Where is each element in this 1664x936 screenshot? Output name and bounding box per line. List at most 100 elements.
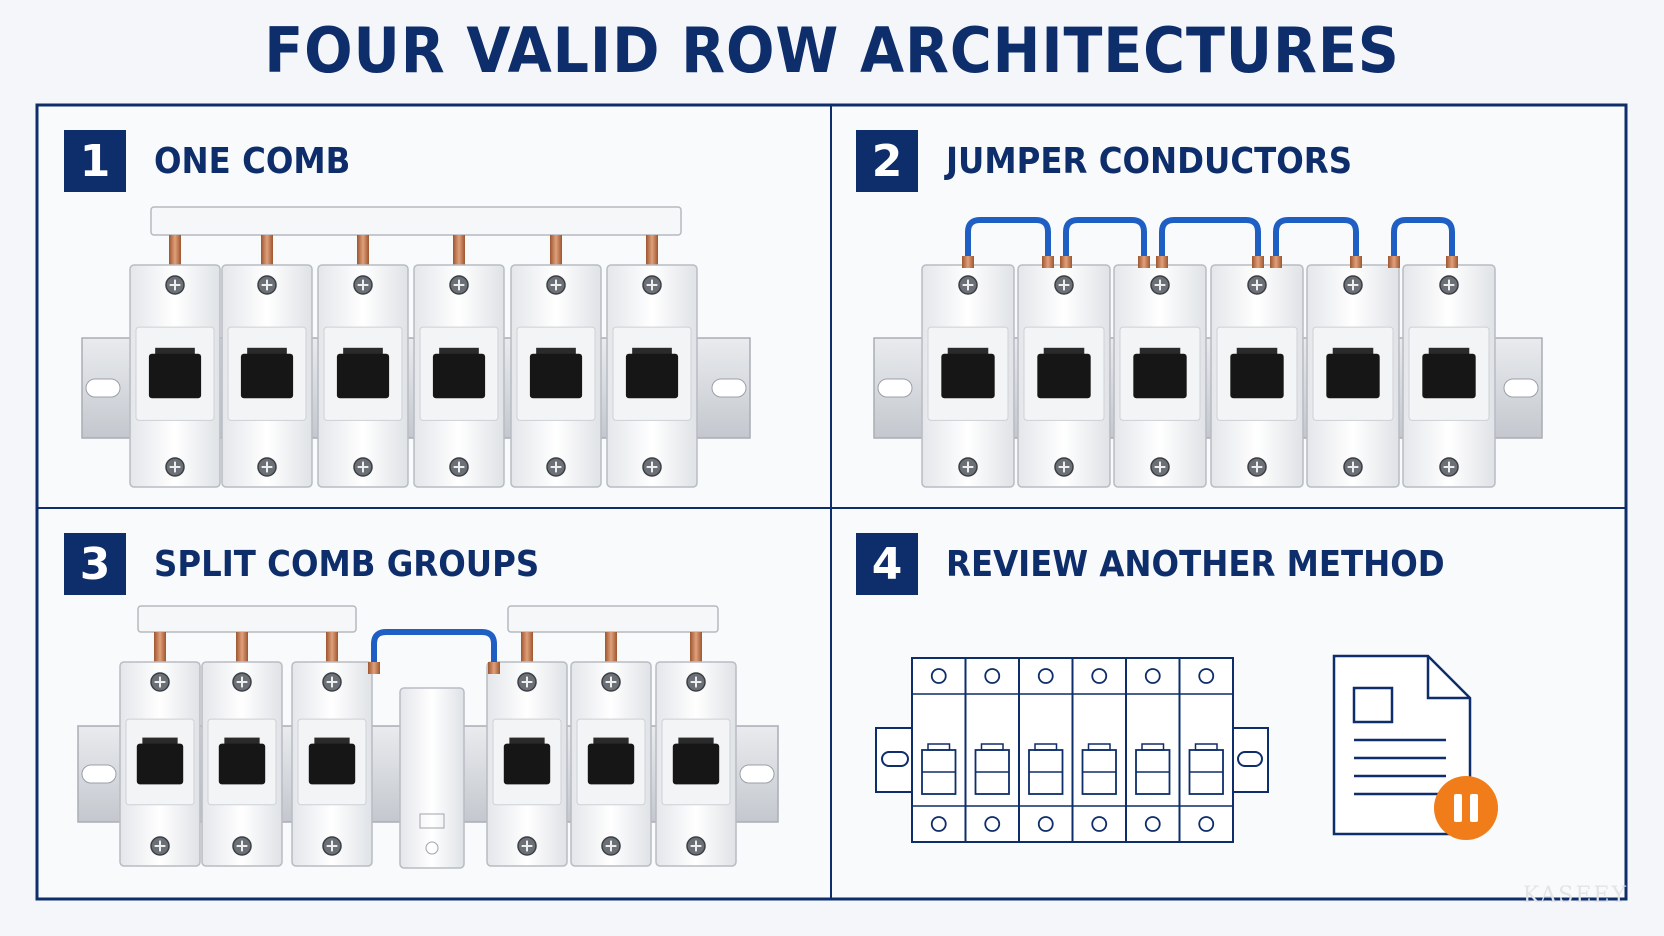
- wire-ferrule: [1388, 256, 1400, 268]
- spacer-slot: [419, 813, 445, 829]
- toggle-handle-top: [224, 737, 260, 748]
- spacer-hole: [425, 841, 439, 855]
- toggle-handle-top: [536, 347, 576, 358]
- panel-title: ONE COMB: [154, 140, 351, 182]
- copper-pin: [236, 632, 248, 666]
- rail-slot: [81, 764, 117, 784]
- toggle-handle: [1133, 353, 1187, 399]
- toggle-handle-top: [343, 347, 383, 358]
- copper-pin: [453, 235, 465, 268]
- toggle-handle-top: [155, 347, 195, 358]
- circuit-breaker: [486, 661, 568, 867]
- panel-number-badge: 4: [856, 533, 918, 595]
- copper-pin: [169, 235, 181, 268]
- circuit-breaker: [317, 264, 409, 488]
- toggle-handle: [625, 353, 679, 399]
- toggle-handle-top: [1428, 347, 1470, 358]
- circuit-breaker: [129, 264, 221, 488]
- panel-4-heading: 4 REVIEW ANOTHER METHOD: [856, 533, 1500, 595]
- toggle-handle: [240, 353, 294, 399]
- circuit-breaker: [1306, 264, 1400, 488]
- breaker-outline: [964, 657, 1020, 843]
- toggle-handle-top: [1236, 347, 1278, 358]
- toggle-handle: [136, 743, 184, 785]
- rail-slot: [739, 764, 775, 784]
- rail-slot: [877, 378, 913, 398]
- toggle-handle-top: [1139, 347, 1181, 358]
- pause-icon: [1434, 776, 1498, 840]
- copper-pin: [646, 235, 658, 268]
- copper-pin: [521, 632, 533, 666]
- circuit-breaker: [1017, 264, 1111, 488]
- comb-busbar: [507, 605, 719, 633]
- toggle-handle: [529, 353, 583, 399]
- wire-ferrule: [1138, 256, 1150, 268]
- panel-number-badge: 1: [64, 130, 126, 192]
- one-comb-illustration: [81, 206, 751, 488]
- copper-pin: [326, 632, 338, 666]
- panel-title: SPLIT COMB GROUPS: [154, 543, 540, 585]
- jumper-wire: [371, 629, 497, 667]
- toggle-handle-top: [593, 737, 629, 748]
- wire-ferrule: [1252, 256, 1264, 268]
- circuit-breaker: [1210, 264, 1304, 488]
- toggle-handle-top: [632, 347, 672, 358]
- toggle-handle: [1230, 353, 1284, 399]
- toggle-handle-top: [678, 737, 714, 748]
- wire-ferrule: [962, 256, 974, 268]
- copper-pin: [550, 235, 562, 268]
- toggle-handle: [218, 743, 266, 785]
- copper-pin: [605, 632, 617, 666]
- jumper-wire: [1391, 217, 1455, 261]
- toggle-handle-top: [439, 347, 479, 358]
- blank-spacer-module: [399, 687, 465, 869]
- toggle-handle: [308, 743, 356, 785]
- panel-2-heading: 2 JUMPER CONDUCTORS: [856, 130, 1397, 192]
- toggle-handle: [148, 353, 202, 399]
- panel-1-heading: 1 ONE COMB: [64, 130, 372, 192]
- wire-ferrule: [1156, 256, 1168, 268]
- circuit-breaker: [1113, 264, 1207, 488]
- toggle-handle: [1037, 353, 1091, 399]
- split-comb-groups-illustration: [77, 605, 779, 869]
- wire-ferrule: [1042, 256, 1054, 268]
- panel-3-heading: 3 SPLIT COMB GROUPS: [64, 533, 582, 595]
- circuit-breaker: [570, 661, 652, 867]
- wire-ferrule: [1446, 256, 1458, 268]
- jumper-wire: [1273, 217, 1359, 261]
- comb-busbar: [150, 206, 682, 236]
- wire-ferrule: [1350, 256, 1362, 268]
- jumper-conductors-illustration: [873, 217, 1543, 488]
- wire-ferrule: [368, 662, 380, 674]
- circuit-breaker: [1402, 264, 1496, 488]
- jumper-wire: [965, 217, 1051, 261]
- toggle-handle-top: [1332, 347, 1374, 358]
- toggle-handle-top: [314, 737, 350, 748]
- toggle-handle-top: [142, 737, 178, 748]
- toggle-handle: [941, 353, 995, 399]
- rail-slot: [711, 378, 747, 398]
- toggle-handle-top: [509, 737, 545, 748]
- review-method-illustration: [875, 654, 1498, 843]
- document-icon: [1332, 654, 1472, 836]
- circuit-breaker: [655, 661, 737, 867]
- wire-ferrule: [488, 662, 500, 674]
- jumper-wire: [1159, 217, 1261, 261]
- toggle-handle: [503, 743, 551, 785]
- toggle-handle-top: [947, 347, 989, 358]
- comb-busbar: [137, 605, 357, 633]
- copper-pin: [357, 235, 369, 268]
- toggle-handle: [336, 353, 390, 399]
- toggle-handle: [432, 353, 486, 399]
- panel-title: JUMPER CONDUCTORS: [946, 140, 1353, 182]
- watermark-logo: KASEEY: [1522, 883, 1628, 908]
- rail-slot: [1503, 378, 1539, 398]
- panel-title: REVIEW ANOTHER METHOD: [946, 543, 1445, 585]
- breaker-outline: [911, 657, 967, 843]
- toggle-handle: [1326, 353, 1380, 399]
- wire-ferrule: [1270, 256, 1282, 268]
- rail-slot: [85, 378, 121, 398]
- copper-pin: [690, 632, 702, 666]
- toggle-handle-top: [247, 347, 287, 358]
- copper-pin: [154, 632, 166, 666]
